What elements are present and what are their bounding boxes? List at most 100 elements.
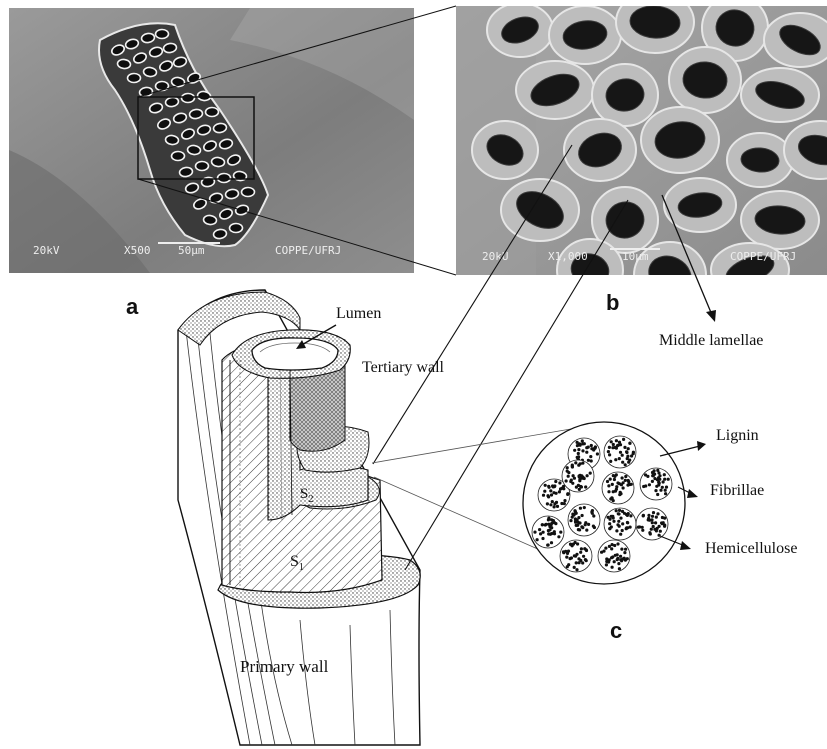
lignin-arrow-head — [697, 441, 706, 451]
fibril-particle — [616, 557, 619, 560]
sem-a-scale: 50μm — [178, 244, 205, 257]
fibril-particle — [626, 484, 629, 487]
fibril-particle — [612, 474, 615, 477]
fibril-particle — [558, 481, 561, 484]
fibril-particle — [570, 556, 573, 559]
fibril-particle — [664, 492, 667, 495]
fibril-particle — [644, 473, 647, 476]
fibril-particle — [659, 489, 662, 492]
fibril-particle — [538, 528, 541, 531]
fibril-particle — [584, 521, 587, 524]
fibril-particle — [621, 557, 624, 560]
fibril-particle — [580, 547, 583, 550]
fibril-particle — [578, 478, 581, 481]
fibril-particle — [596, 452, 599, 455]
sem-b-scale: 10μm — [622, 250, 649, 263]
fibril-particle — [611, 497, 614, 500]
fibril-particle — [581, 449, 584, 452]
fibril-particle — [613, 560, 616, 563]
fibril-particle — [549, 489, 552, 492]
fibril-particle — [587, 459, 590, 462]
fibril-particle — [656, 512, 659, 515]
fiber-cell — [155, 29, 168, 38]
fibril-particle — [583, 506, 586, 509]
label-tertiary-wall: Tertiary wall — [362, 359, 445, 376]
label-lumen: Lumen — [336, 305, 381, 322]
fibril-particle — [626, 526, 629, 529]
fibril-particle — [615, 485, 618, 488]
fibril-particle — [621, 476, 624, 479]
fibril-particle — [629, 514, 632, 517]
fibril-particle — [607, 484, 610, 487]
fibril-particle — [575, 561, 578, 564]
fibril-particle — [550, 526, 553, 529]
fibril-particle — [543, 490, 546, 493]
label-lignin: Lignin — [716, 427, 759, 444]
fibril-particle — [577, 516, 580, 519]
fibril-particle — [548, 486, 551, 489]
fibril-particle — [621, 454, 624, 457]
fibril-particle — [616, 444, 619, 447]
fibril-particle — [607, 490, 610, 493]
fibril-particle — [608, 527, 611, 530]
fibril-particle — [626, 457, 629, 460]
fibril-particle — [566, 470, 569, 473]
hemicellulose-arrow-head — [680, 541, 691, 550]
fibril-particle — [566, 466, 569, 469]
label-fibrillae: Fibrillae — [710, 482, 764, 499]
fibril-particle — [544, 484, 547, 487]
fibril-particle — [662, 480, 665, 483]
fibril-particle — [617, 520, 620, 523]
fibril-particle — [587, 523, 590, 526]
fibril-particle — [583, 442, 586, 445]
fibrillae-arrow-head — [687, 489, 698, 498]
fibril-particle — [651, 480, 654, 483]
sem-b-voltage: 20kU — [482, 250, 509, 263]
sem-micrograph-a: 20kV X500 50μm COPPE/UFRJ — [9, 8, 414, 273]
fibril-particle — [611, 566, 614, 569]
fibril-particle — [612, 443, 615, 446]
fibril-particle — [663, 473, 666, 476]
fibril-particle — [578, 488, 581, 491]
fibril-particle — [648, 483, 651, 486]
fibril-particle — [573, 449, 576, 452]
fibril-particle — [607, 450, 610, 453]
fibril-particle — [624, 475, 627, 478]
fibril-particle — [611, 483, 614, 486]
fibril-particle — [652, 472, 655, 475]
fibril-particle — [547, 532, 550, 535]
fibril-particle — [665, 486, 668, 489]
fibril-particle — [566, 492, 569, 495]
fibril-particle — [618, 509, 621, 512]
fibril-particle — [659, 530, 662, 533]
fibril-particle — [549, 503, 552, 506]
fibril-particle — [579, 444, 582, 447]
fiber-cell — [171, 151, 184, 160]
fibril-particle — [653, 477, 656, 480]
fibril-particle — [619, 555, 622, 558]
fibril-particle — [546, 544, 549, 547]
fibril-particle — [576, 444, 579, 447]
fibril-particle — [609, 478, 612, 481]
fibril-particle — [577, 448, 580, 451]
fibril-particle — [556, 505, 559, 508]
fibril-particle — [627, 461, 630, 464]
fibril-particle — [563, 499, 566, 502]
fibril-particle — [609, 460, 612, 463]
fibril-particle — [658, 478, 661, 481]
fibril-particle — [553, 532, 556, 535]
fibril-particle — [651, 521, 654, 524]
fibril-particle — [613, 478, 616, 481]
fibril-particle — [589, 472, 592, 475]
fibril-particle — [594, 445, 597, 448]
fibril-particle — [615, 529, 618, 532]
fibril-particle — [621, 510, 624, 513]
fibril-particle — [602, 550, 605, 553]
fibril-particle — [648, 519, 651, 522]
fibril-particle — [590, 447, 593, 450]
fiber-cell — [217, 173, 230, 182]
fibril-particle — [551, 500, 554, 503]
microfibril-cross-section — [523, 422, 685, 584]
fiber-cell — [195, 161, 208, 170]
